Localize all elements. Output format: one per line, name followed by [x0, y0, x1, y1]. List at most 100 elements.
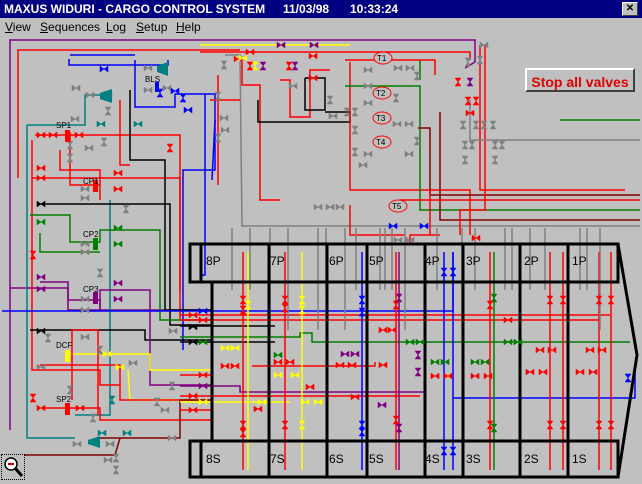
red-valve-icon[interactable]: [607, 420, 615, 430]
grey-valve-icon[interactable]: [66, 140, 74, 150]
grey-valve-icon[interactable]: [70, 115, 80, 123]
red-valve-icon[interactable]: [220, 362, 230, 370]
grey-valve-icon[interactable]: [491, 155, 499, 165]
tank-5s-label[interactable]: 5S: [369, 452, 384, 466]
blue-valve-icon[interactable]: [358, 420, 366, 430]
grey-valve-icon[interactable]: [472, 120, 480, 130]
blue-valve-icon[interactable]: [449, 446, 457, 456]
red-valve-icon[interactable]: [465, 109, 475, 117]
red-valve-icon[interactable]: [230, 362, 240, 370]
green-valve-icon[interactable]: [430, 358, 440, 366]
yellow-valve-icon[interactable]: [290, 371, 300, 379]
red-valve-icon[interactable]: [308, 74, 318, 82]
grey-valve-icon[interactable]: [103, 456, 113, 464]
grey-valve-icon[interactable]: [288, 82, 298, 90]
purple-valve-icon[interactable]: [414, 367, 422, 377]
zoom-button[interactable]: [1, 454, 25, 480]
menu-help[interactable]: Help: [176, 20, 201, 34]
grey-valve-icon[interactable]: [214, 133, 222, 143]
purple-valve-icon[interactable]: [276, 41, 286, 49]
grey-valve-icon[interactable]: [104, 106, 112, 116]
grey-valve-icon[interactable]: [80, 306, 90, 314]
green-valve-icon[interactable]: [415, 338, 425, 346]
red-valve-icon[interactable]: [585, 346, 595, 354]
menu-sequences[interactable]: Sequences: [40, 20, 101, 34]
yellow-valve-icon[interactable]: [300, 398, 310, 406]
red-valve-icon[interactable]: [503, 316, 513, 324]
purple-valve-icon[interactable]: [259, 61, 267, 71]
tank-8s-label[interactable]: 8S: [206, 452, 221, 466]
grey-valve-icon[interactable]: [343, 107, 351, 117]
yellow-valve-icon[interactable]: [298, 295, 306, 305]
grey-valve-icon[interactable]: [153, 397, 161, 407]
tank-1s-label[interactable]: 1S: [572, 452, 587, 466]
red-valve-icon[interactable]: [595, 295, 603, 305]
grey-valve-icon[interactable]: [36, 363, 46, 371]
red-valve-icon[interactable]: [253, 405, 263, 413]
tank-8p-label[interactable]: 8P: [206, 254, 221, 268]
red-valve-icon[interactable]: [559, 295, 567, 305]
grey-valve-icon[interactable]: [404, 120, 414, 128]
green-valve-icon[interactable]: [440, 358, 450, 366]
red-valve-icon[interactable]: [378, 361, 388, 369]
menu-log[interactable]: Log: [106, 20, 127, 34]
red-valve-icon[interactable]: [305, 383, 315, 391]
red-valve-icon[interactable]: [285, 358, 295, 366]
grey-valve-icon[interactable]: [459, 120, 467, 130]
yellow-valve-icon[interactable]: [244, 300, 252, 310]
grey-valve-icon[interactable]: [491, 140, 499, 150]
grey-valve-icon[interactable]: [214, 91, 222, 101]
grey-valve-icon[interactable]: [168, 327, 178, 335]
red-valve-icon[interactable]: [36, 174, 46, 182]
grey-valve-icon[interactable]: [326, 95, 334, 105]
purple-valve-icon[interactable]: [377, 401, 387, 409]
grey-valve-icon[interactable]: [80, 240, 90, 248]
grey-valve-icon[interactable]: [80, 295, 90, 303]
purple-valve-icon[interactable]: [350, 350, 360, 358]
red-valve-icon[interactable]: [443, 372, 453, 380]
grey-valve-icon[interactable]: [363, 82, 373, 90]
grey-valve-icon[interactable]: [468, 140, 476, 150]
grey-valve-icon[interactable]: [168, 381, 176, 391]
purple-valve-icon[interactable]: [113, 295, 123, 303]
red-valve-icon[interactable]: [239, 295, 247, 305]
grey-valve-icon[interactable]: [72, 440, 82, 448]
green-valve-icon[interactable]: [480, 358, 490, 366]
grey-valve-icon[interactable]: [392, 93, 400, 103]
grey-valve-icon[interactable]: [96, 345, 104, 355]
grey-valve-icon[interactable]: [220, 126, 230, 134]
black-valve-icon[interactable]: [36, 200, 46, 208]
red-valve-icon[interactable]: [546, 295, 554, 305]
grey-valve-icon[interactable]: [100, 137, 108, 147]
red-valve-icon[interactable]: [559, 420, 567, 430]
red-valve-icon[interactable]: [36, 164, 46, 172]
grey-valve-icon[interactable]: [112, 465, 120, 475]
blue-valve-icon[interactable]: [358, 307, 366, 317]
blue-valve-icon[interactable]: [198, 307, 208, 315]
red-valve-icon[interactable]: [378, 326, 388, 334]
grey-valve-icon[interactable]: [363, 150, 373, 158]
red-valve-icon[interactable]: [239, 305, 247, 315]
red-valve-icon[interactable]: [430, 372, 440, 380]
grey-valve-icon[interactable]: [89, 413, 97, 423]
yellow-valve-icon[interactable]: [313, 398, 323, 406]
yellow-valve-icon[interactable]: [115, 363, 125, 371]
red-valve-icon[interactable]: [535, 346, 545, 354]
red-valve-icon[interactable]: [29, 250, 37, 260]
red-valve-icon[interactable]: [588, 368, 598, 376]
red-valve-icon[interactable]: [483, 372, 493, 380]
tank-t4[interactable]: T4: [372, 135, 392, 149]
grey-valve-icon[interactable]: [122, 204, 130, 214]
stop-all-valves-button[interactable]: Stop all valves: [525, 68, 635, 92]
tank-t1[interactable]: T1: [373, 51, 393, 65]
teal-valve-icon[interactable]: [96, 120, 106, 128]
blue-valve-icon[interactable]: [179, 93, 187, 103]
grey-valve-icon[interactable]: [461, 155, 469, 165]
yellow-valve-icon[interactable]: [220, 344, 230, 352]
black-valve-icon[interactable]: [36, 327, 46, 335]
green-valve-icon[interactable]: [198, 338, 208, 346]
red-valve-icon[interactable]: [29, 393, 37, 403]
blue-valve-icon[interactable]: [170, 87, 180, 95]
purple-valve-icon[interactable]: [414, 350, 422, 360]
grey-valve-icon[interactable]: [105, 440, 115, 448]
